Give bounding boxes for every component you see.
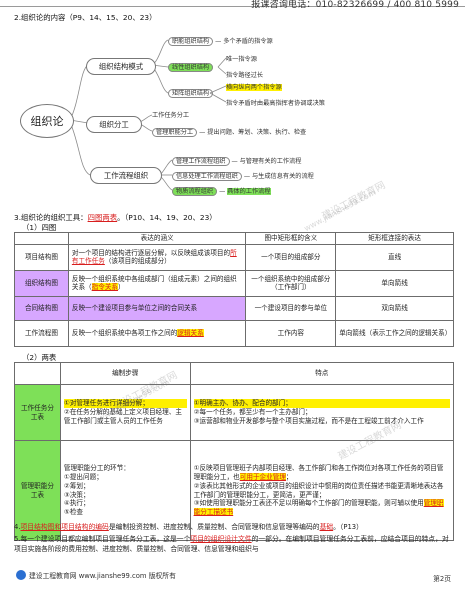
node-structure-mode: 组织结构模式 [86, 58, 156, 75]
table-row: 合同结构图 反映一个建设项目参与单位之间的合同关系 一个建设项目的参与单位 双向… [14, 295, 454, 321]
table-header-row: 编制步骤 特点 [14, 362, 455, 385]
leaf-info-process: 信息处理工作流程组织 — 与生成信息有关的流程 [172, 171, 314, 181]
two-tables-table: 编制步骤 特点 工作任务分工表 ①对管理任务进行详细分解； ②在任务分解的基础上… [14, 362, 455, 541]
leaf-linear-b: 指令路径过长 [226, 72, 264, 79]
section3-sub1: （1）四图 [22, 223, 57, 232]
paragraph-5: 5.每一个建设项目都应编制项目管理任务分工表，这是一个项目的组织设计文件的一部分… [14, 535, 449, 554]
node-division: 组织分工 [86, 116, 142, 133]
four-charts-table: 表达的涵义 图中矩形框的含义 矩形框连接的表达 项目结构图 对一个项目的结构进行… [14, 232, 454, 347]
leaf-functional: 职能组织结构 — 多个矛盾的指令源 [168, 36, 273, 46]
leaf-mgmt-process: 管理工作流程组织 — 与管理有关的工作流程 [172, 156, 302, 166]
section2-title: 2.组织论的内容（P9、14、15、20、23） [14, 13, 157, 22]
page-number: 第2页 [433, 575, 451, 583]
section3-sub2: （2）两表 [22, 353, 57, 362]
hotline-text: 报课咨询电话：010-82326699 / 400 810 5999 [251, 0, 459, 10]
leaf-matrix: 矩阵组织结构 [168, 88, 214, 98]
table-row: 项目结构图 对一个项目的结构进行逐层分解，以反映组成该项目的所有工作任务（该项目… [14, 243, 454, 271]
table-row: 工作流程图 反映一个组织系统中各项工作之间的逻辑关系 工作内容 单向箭线（表示工… [14, 319, 454, 347]
leaf-task-division: 工作任务分工 [152, 112, 190, 119]
table-row: 工作任务分工表 ①对管理任务进行详细分解； ②在任务分解的基础上定义项目经理、主… [14, 384, 455, 441]
table-row: 组织结构图 反映一个组织系统中各组成部门（组成元素）之间的组织关系（指令关系） … [14, 269, 454, 297]
table-row: 管理职能分工表 管理职能分工的环节： ①提出问题； ②筹划； ③决策； ④执行；… [14, 440, 455, 541]
paragraph-4: 4.项目结构图和项目结构的编码是编制投资控制、进度控制、质量控制、合同管理和信息… [14, 523, 363, 531]
leaf-matrix-a: 横向纵向两个指令源 [226, 84, 282, 91]
node-process: 工作流程组织 [90, 167, 162, 184]
leaf-linear-a: 唯一指令源 [226, 56, 257, 63]
footer-logo: 建设工程教育网 www.jianshe99.com 版权所有 [16, 570, 176, 580]
table-header-row: 表达的涵义 图中矩形框的含义 矩形框连接的表达 [14, 232, 454, 245]
leaf-material-process: 物质流程组织 — 具体的工作流程 [172, 186, 271, 196]
leaf-matrix-b: 指令矛盾时由最高指挥者协调或决策 [226, 100, 325, 107]
logo-icon [16, 570, 26, 580]
leaf-mgmt-division: 管理职能分工 — 提出问题、筹划、决策、执行、检查 [152, 127, 306, 137]
leaf-linear: 线性组织结构 [168, 62, 214, 72]
mindmap-center: 组织论 [20, 104, 74, 138]
section3-title: 3.组织论的组织工具：四图两表。（P10、14、19、20、23） [14, 213, 217, 222]
top-rule [0, 0, 465, 7]
